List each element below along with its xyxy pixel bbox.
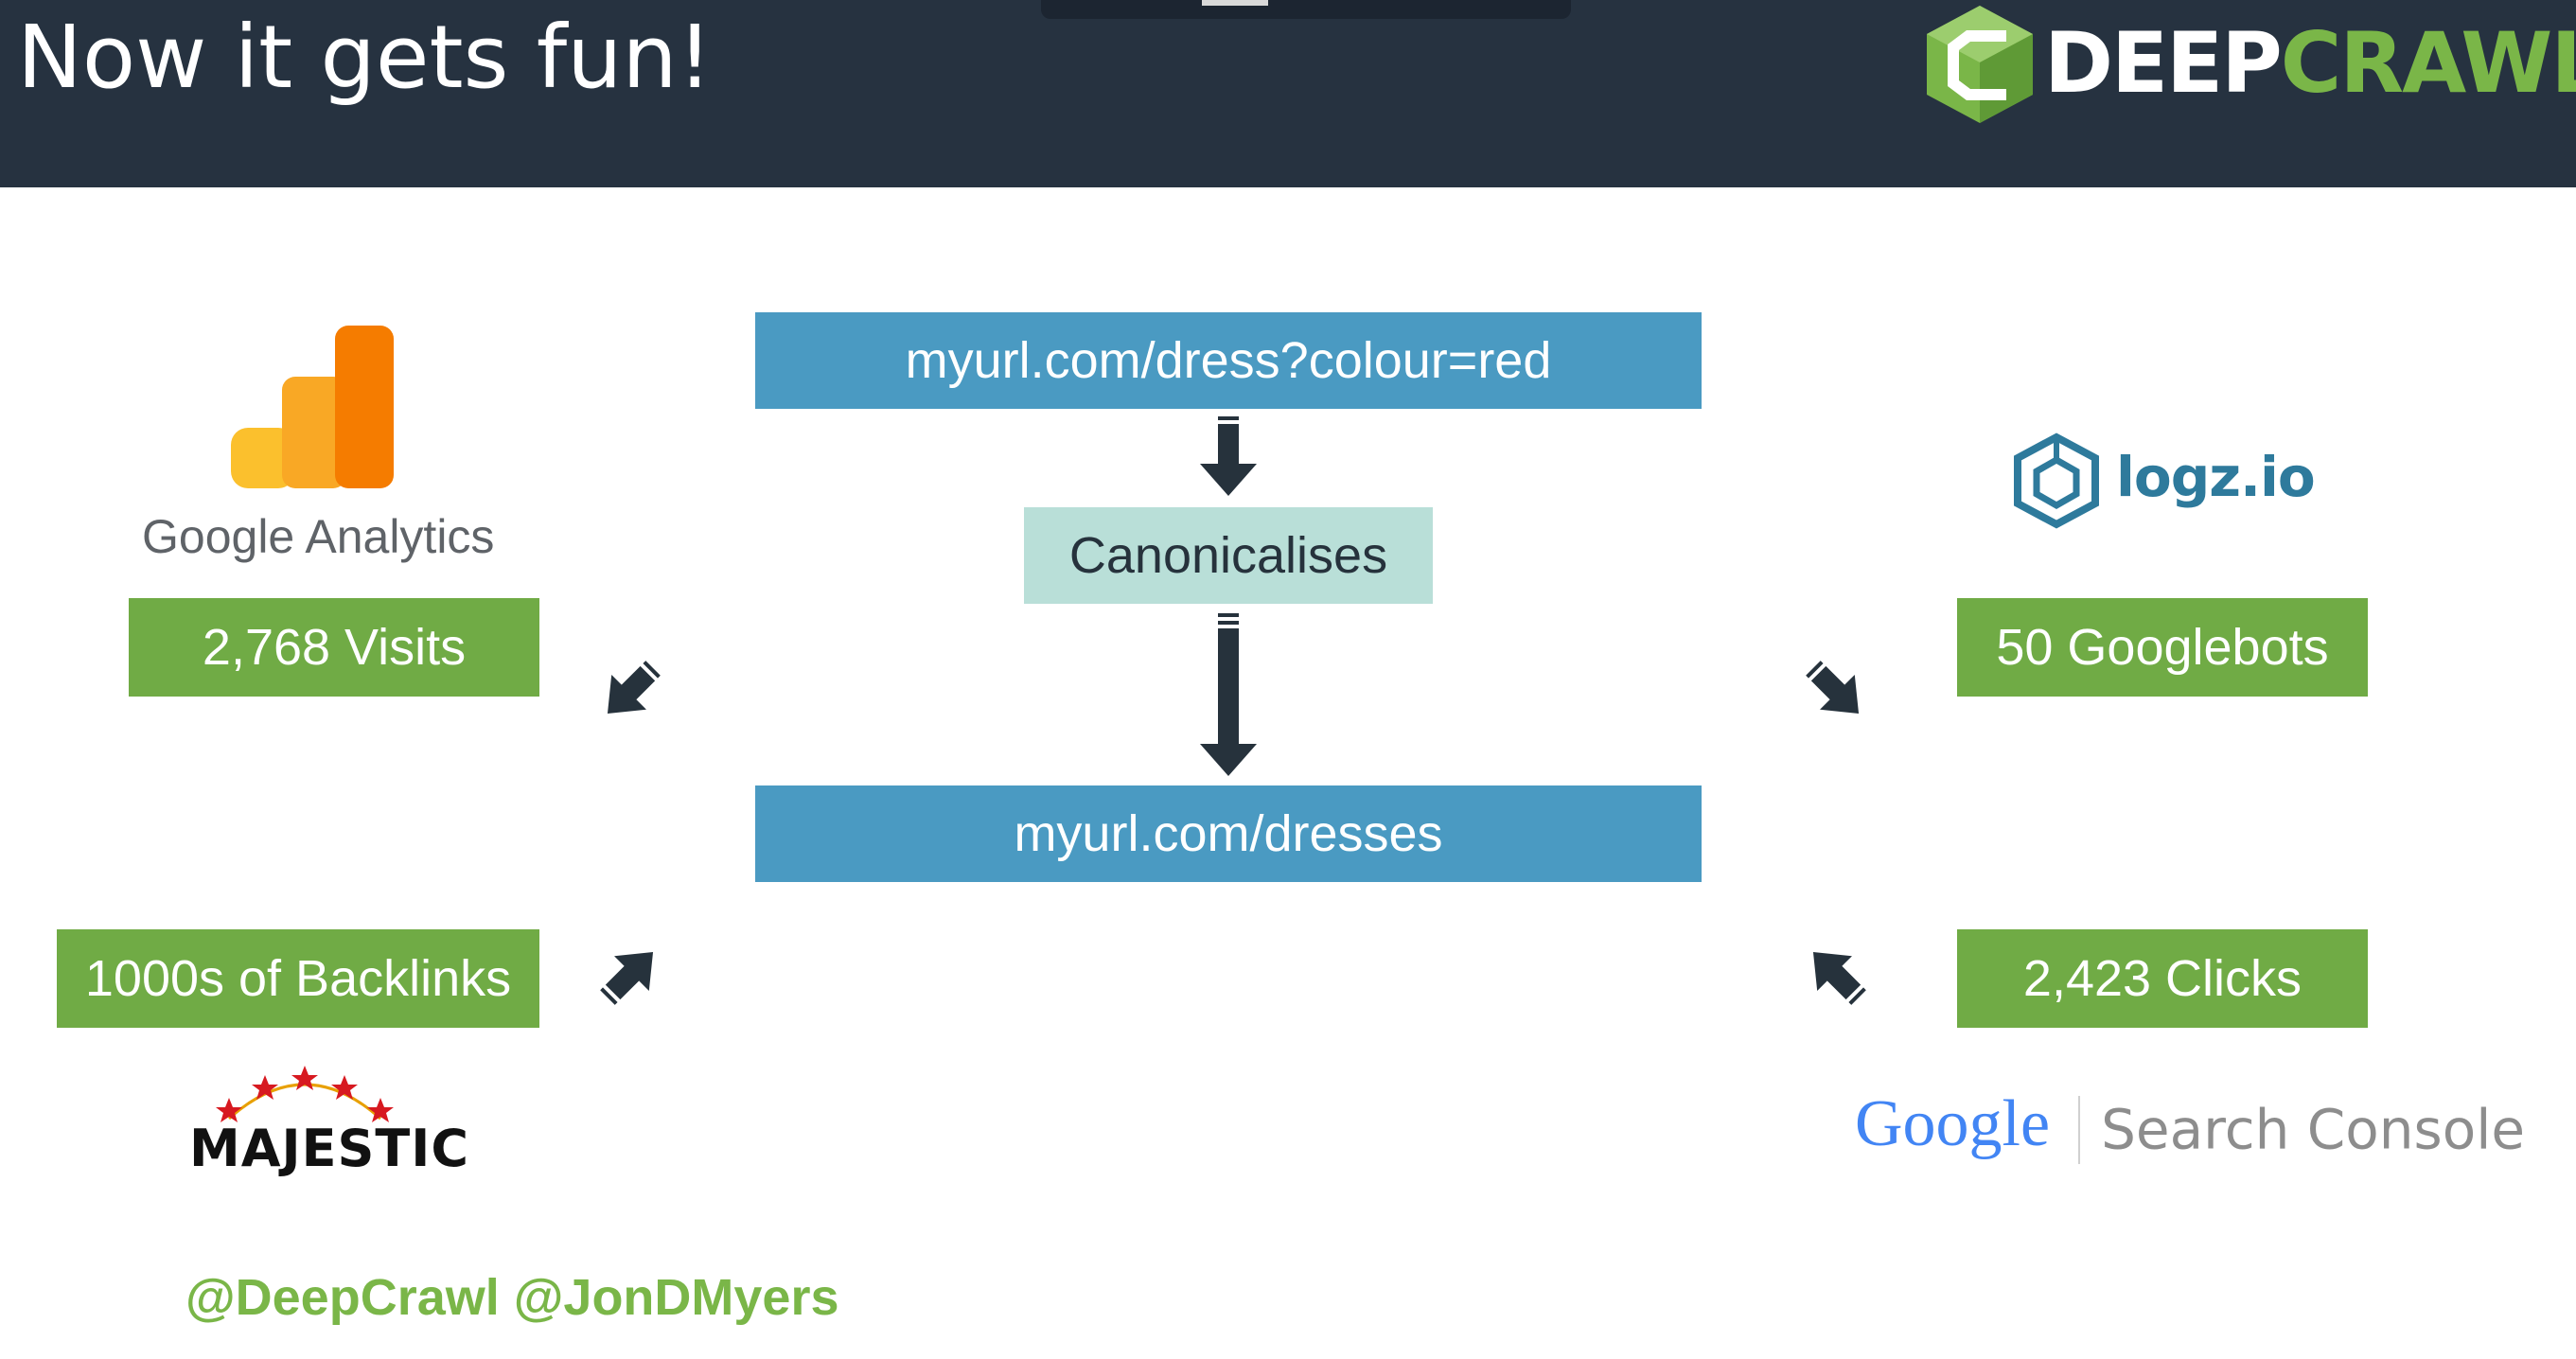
google-analytics-label: Google Analytics (142, 510, 495, 563)
arrow-up-right-icon (600, 951, 654, 1005)
presentation-toolbar-button[interactable] (1202, 0, 1268, 6)
arrow-down-long-icon (1200, 613, 1257, 776)
logzio-label: logz.io (2116, 445, 2316, 509)
canonicalises-box: Canonicalises (1024, 507, 1433, 604)
backlinks-box: 1000s of Backlinks (57, 929, 539, 1028)
arrow-down-right-icon (607, 661, 661, 715)
deepcrawl-hexagon-icon (1927, 6, 2033, 123)
target-url-box: myurl.com/dresses (755, 785, 1702, 882)
logzio-cube-icon (2014, 432, 2099, 529)
googlebots-box: 50 Googlebots (1957, 598, 2368, 697)
search-console-label: Search Console (2101, 1097, 2526, 1162)
majestic-stars-icon (216, 1066, 394, 1122)
brand-crawl: CRAWL (2280, 14, 2576, 112)
deepcrawl-wordmark: DEEPCRAWL (2044, 11, 2576, 115)
header-bar (0, 0, 2576, 187)
logo-divider (2078, 1095, 2081, 1164)
arrow-down-left-icon (1806, 661, 1860, 715)
brand-deep: DEEP (2044, 14, 2283, 112)
majestic-label: MAJESTIC (189, 1119, 469, 1178)
google-analytics-bars-icon (231, 326, 394, 488)
arrow-up-left-icon (1812, 951, 1866, 1005)
presentation-toolbar-notch (1041, 0, 1571, 19)
visits-box: 2,768 Visits (129, 598, 539, 697)
slide-title: Now it gets fun! (17, 7, 713, 108)
clicks-box: 2,423 Clicks (1957, 929, 2368, 1028)
source-url-box: myurl.com/dress?colour=red (755, 312, 1702, 409)
search-console-logo: Google Search Console (1855, 1086, 2525, 1168)
google-wordmark: Google (1855, 1087, 2051, 1160)
arrow-down-icon (1200, 416, 1257, 496)
twitter-handles: @DeepCrawl @JonDMyers (185, 1269, 839, 1326)
